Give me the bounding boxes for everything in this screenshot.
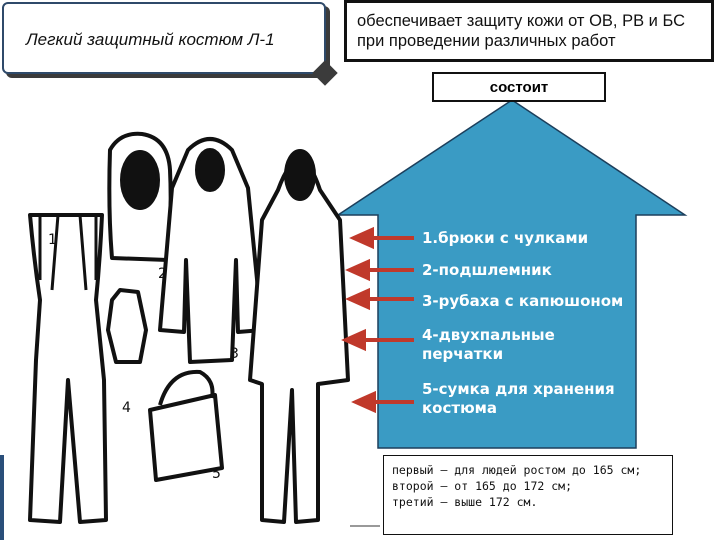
- item-bag: 5-сумка для хранения костюма: [422, 380, 615, 417]
- divider-line: [350, 525, 380, 527]
- sizes-note-box: первый — для людей ростом до 165 см; вто…: [383, 455, 673, 535]
- figure-number-4: 4: [122, 400, 131, 416]
- left-edge-strip: [0, 455, 4, 540]
- title-box: Легкий защитный костюм Л-1: [2, 2, 338, 86]
- figure-number-3: 3: [230, 346, 239, 362]
- figure-number-5: 5: [212, 466, 221, 482]
- item-gloves: 4-двухпальные перчатки: [422, 326, 555, 363]
- consists-label: состоит: [432, 72, 606, 102]
- item-balaclava: 2-подшлемник: [422, 261, 552, 279]
- shirt-with-hood: [158, 137, 264, 364]
- description-box: обеспечивает защиту кожи от ОВ, РВ и БС …: [344, 0, 714, 62]
- two-finger-gloves: [106, 288, 148, 364]
- size-third: третий — выше 172 см.: [392, 495, 538, 509]
- figure-number-1: 1: [48, 232, 57, 248]
- size-second: второй — от 165 до 172 см;: [392, 479, 573, 493]
- title: Легкий защитный костюм Л-1: [26, 30, 275, 49]
- trousers-with-stockings: [28, 213, 108, 524]
- storage-bag: [148, 393, 224, 482]
- item-trousers: 1.брюки с чулками: [422, 229, 589, 247]
- size-first: первый — для людей ростом до 165 см;: [392, 463, 642, 477]
- item-shirt: 3-рубаха с капюшоном: [422, 292, 624, 310]
- figure-number-2: 2: [158, 266, 167, 282]
